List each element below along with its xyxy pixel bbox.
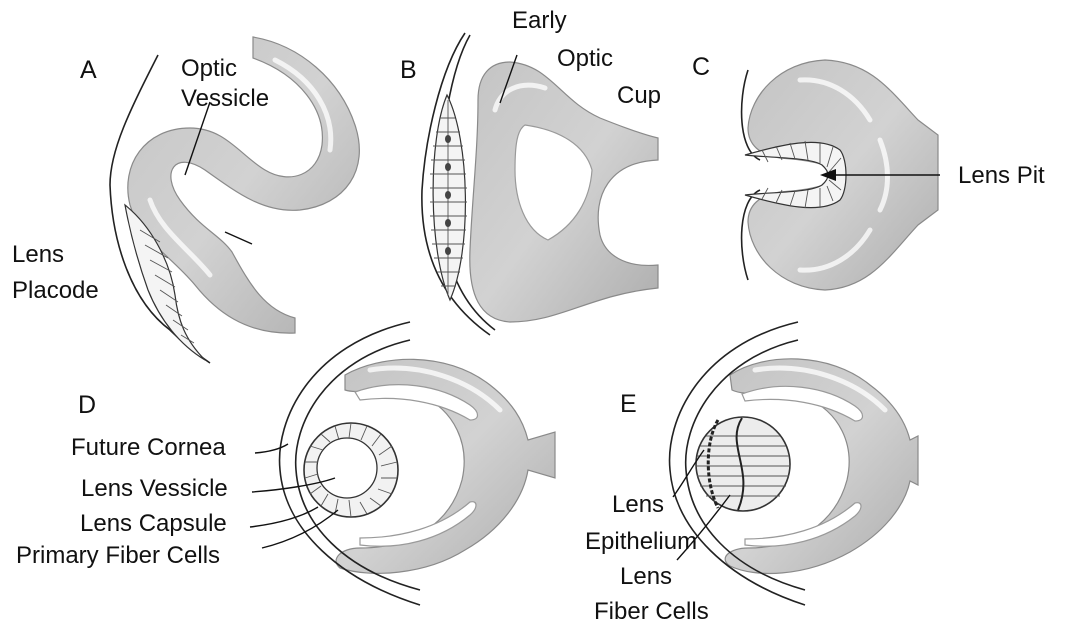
lens-capsule-label: Lens Capsule (80, 510, 227, 537)
panel-d: D Future Cornea Lens Vessicle Lens Capsu… (16, 322, 555, 605)
lens-placode-label-1: Lens (12, 241, 64, 268)
panel-a-letter: A (80, 56, 97, 84)
lens-vessicle-label: Lens Vessicle (81, 475, 228, 502)
lens-placode-label-2: Placode (12, 277, 99, 304)
lens-epithelium-label-1: Lens (612, 491, 664, 518)
future-cornea-label: Future Cornea (71, 434, 226, 461)
primary-fiber-cells-label: Primary Fiber Cells (16, 542, 220, 569)
lens-fiber-cells-label-2: Fiber Cells (594, 598, 709, 625)
lens-e-shape (696, 417, 790, 511)
future-cornea-leader (255, 444, 288, 453)
optic-vesicle-label-2: Vessicle (181, 85, 269, 112)
panel-e-letter: E (620, 390, 637, 418)
lens-capsule-leader (250, 507, 318, 527)
optic-cup-label-1: Early (512, 7, 567, 34)
optic-cup-label-3: Cup (617, 82, 661, 109)
lens-epithelium-label-2: Epithelium (585, 528, 697, 555)
lens-fiber-cells-label-1: Lens (620, 563, 672, 590)
panel-b: B Early Optic Cup (400, 7, 661, 335)
panel-e: E Lens Epithelium Lens Fiber Cells (585, 322, 918, 625)
lens-pit-label: Lens Pit (958, 162, 1045, 189)
optic-cup-label-2: Optic (557, 45, 613, 72)
lens-vesicle-shape (304, 423, 398, 517)
panel-a: A Optic Vessicle Lens Placode (12, 37, 359, 363)
panel-d-letter: D (78, 391, 96, 419)
panel-c-letter: C (692, 53, 710, 81)
optic-vesicle-wall-leader (225, 232, 252, 244)
optic-vesicle-label-1: Optic (181, 55, 237, 82)
panel-b-letter: B (400, 56, 417, 84)
panel-c: C Lens Pit (692, 53, 1045, 290)
